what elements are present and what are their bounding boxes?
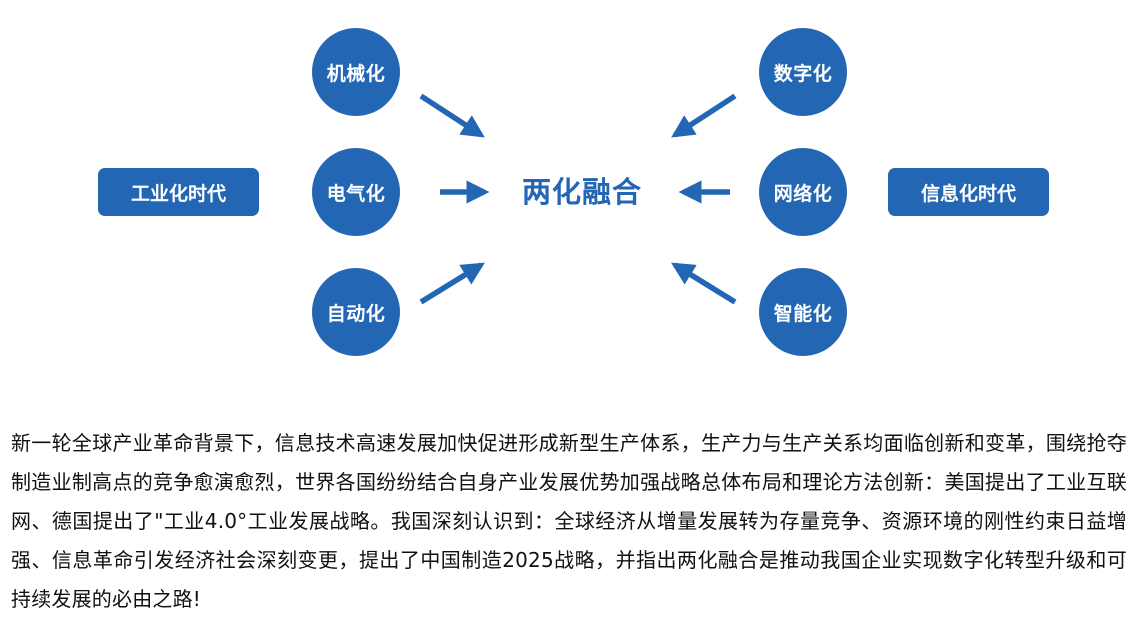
arrow-intelligentization [671,262,737,305]
arrow-digitization [671,93,737,138]
node-mechanization: 机械化 [312,28,400,116]
node-digitization: 数字化 [759,28,847,116]
arrow-mechanization [419,93,485,138]
informatization-era-box: 信息化时代 [888,168,1049,216]
center-title: 两化融合 [521,175,642,209]
node-networking: 网络化 [759,148,847,236]
integration-diagram: 工业化时代 信息化时代 机械化 电气化 自动化 数字化 网络化 智能化 两化融合 [98,28,1049,356]
industrialization-era-box: 工业化时代 [98,168,259,216]
arrows-layer [419,93,737,305]
arrow-automation [419,262,485,305]
node-electrification: 电气化 [312,148,400,236]
description-paragraph: 新一轮全球产业革命背景下，信息技术高速发展加快促进形成新型生产体系，生产力与生产… [11,431,1127,611]
node-intelligentization: 智能化 [759,268,847,356]
node-automation: 自动化 [312,268,400,356]
